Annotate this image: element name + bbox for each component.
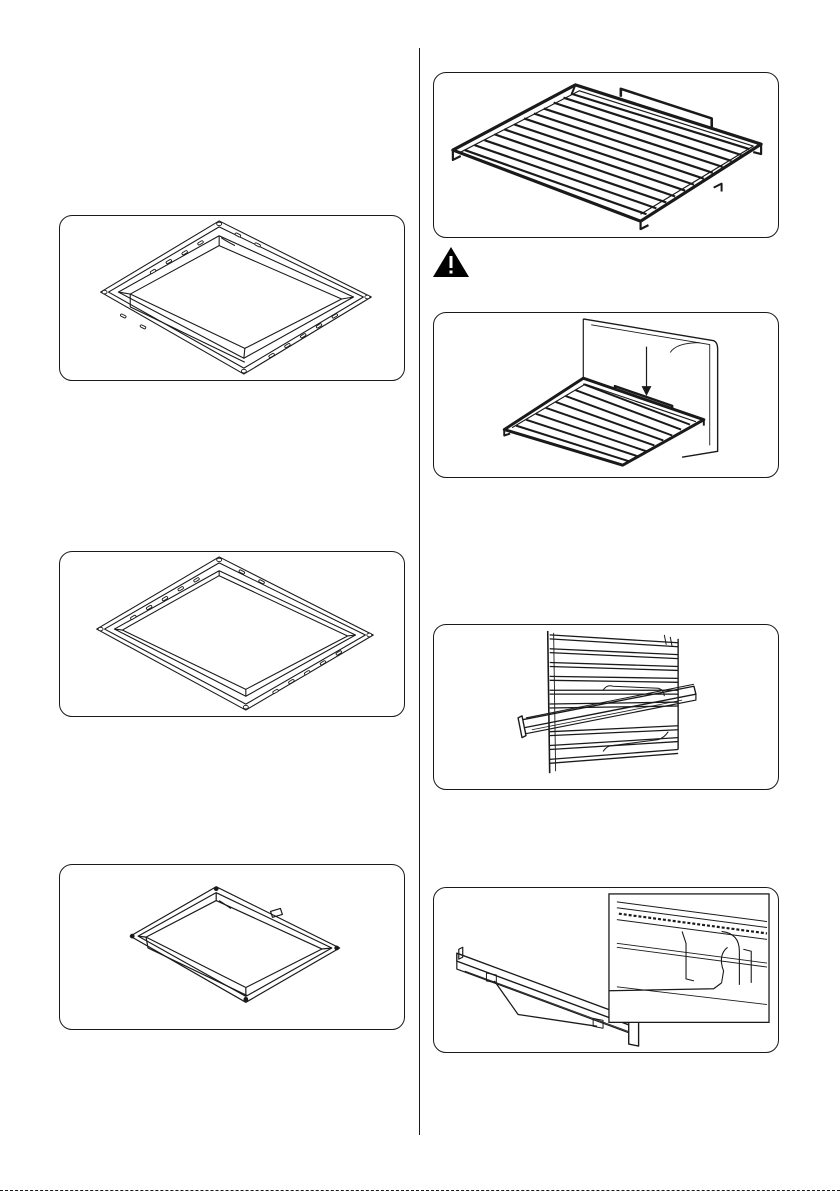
shelf-insertion-figure [433,312,779,478]
warning-triangle-icon [432,246,470,278]
small-tray-icon [60,865,404,1029]
wire-shelf-figure [433,72,779,238]
column-divider [419,48,420,1135]
shelf-insertion-icon [434,313,778,477]
small-tray-figure [59,864,405,1030]
telescopic-rail-icon [434,888,778,1052]
telescopic-rail-figure [433,887,779,1053]
side-rack-figure [433,624,779,790]
deep-tray-icon [60,216,404,380]
page-bottom-edge [0,1190,840,1191]
wire-shelf-icon [434,73,778,237]
side-rack-icon [434,625,778,789]
deep-tray-figure [59,215,405,381]
shallow-tray-figure [59,551,405,717]
shallow-tray-icon [60,552,404,716]
